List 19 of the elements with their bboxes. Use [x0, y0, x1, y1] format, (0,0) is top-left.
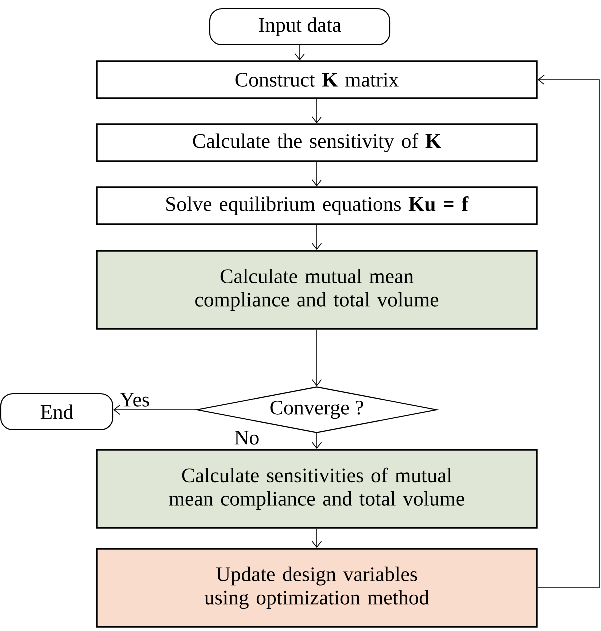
terminal-box: End: [0, 393, 114, 431]
terminal-box: Input data: [209, 8, 391, 46]
arrow: [312, 162, 322, 187]
arrow: [312, 224, 322, 250]
process-box: Construct K matrix: [96, 60, 538, 100]
arrow: [312, 98, 322, 124]
arrow: [312, 433, 322, 450]
process-box: Calculate mutual mean compliance and total volume: [96, 250, 538, 330]
arrow: [312, 329, 322, 386]
edge-label: No: [234, 431, 259, 445]
arrow: [537, 74, 600, 588]
process-box: Update design variables using optimization method: [96, 548, 538, 628]
process-box: Calculate the sensitivity of K: [96, 124, 538, 162]
arrow: [114, 404, 197, 416]
process-box: Calculate sensitivities of mutual mean compliance and total volume: [96, 449, 538, 529]
edge-label: Yes: [120, 393, 150, 407]
arrow: [312, 528, 322, 548]
process-box: Solve equilibrium equations Ku = f: [96, 186, 538, 226]
arrow: [294, 45, 306, 61]
